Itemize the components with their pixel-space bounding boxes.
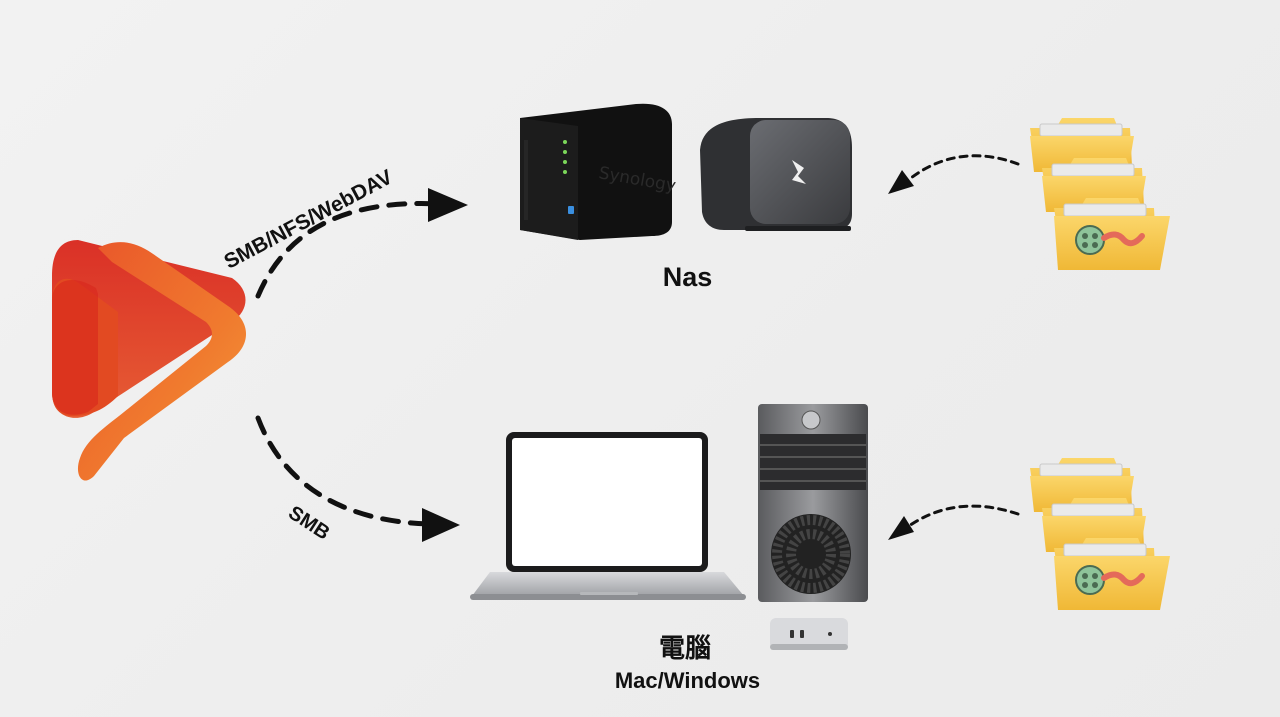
synology-nas-icon: Synology — [520, 103, 677, 240]
folder-stack-icon — [1030, 118, 1170, 270]
computer-label: 電腦 — [658, 634, 711, 664]
nas-connection-arrowhead — [428, 188, 468, 222]
folder-to-nas-arrow — [904, 154, 1020, 184]
computer-sublabel: Mac/Windows — [614, 668, 761, 693]
folder-stack-icon — [1030, 458, 1170, 610]
nas-connection-arrow — [255, 201, 443, 299]
folder-to-pc-arrow — [904, 504, 1020, 530]
nas-label: Nas — [662, 262, 713, 292]
folder-to-nas-arrowhead — [888, 170, 914, 194]
tower-pc-icon — [758, 404, 868, 602]
folder-to-pc-arrowhead — [888, 516, 914, 540]
pc-connection-arrowhead — [422, 508, 460, 542]
nas-cube-icon — [700, 118, 852, 231]
pc-connection-arrow — [255, 415, 433, 527]
play-logo-icon — [52, 240, 246, 481]
laptop-icon — [470, 432, 746, 600]
mac-mini-icon — [770, 618, 848, 650]
